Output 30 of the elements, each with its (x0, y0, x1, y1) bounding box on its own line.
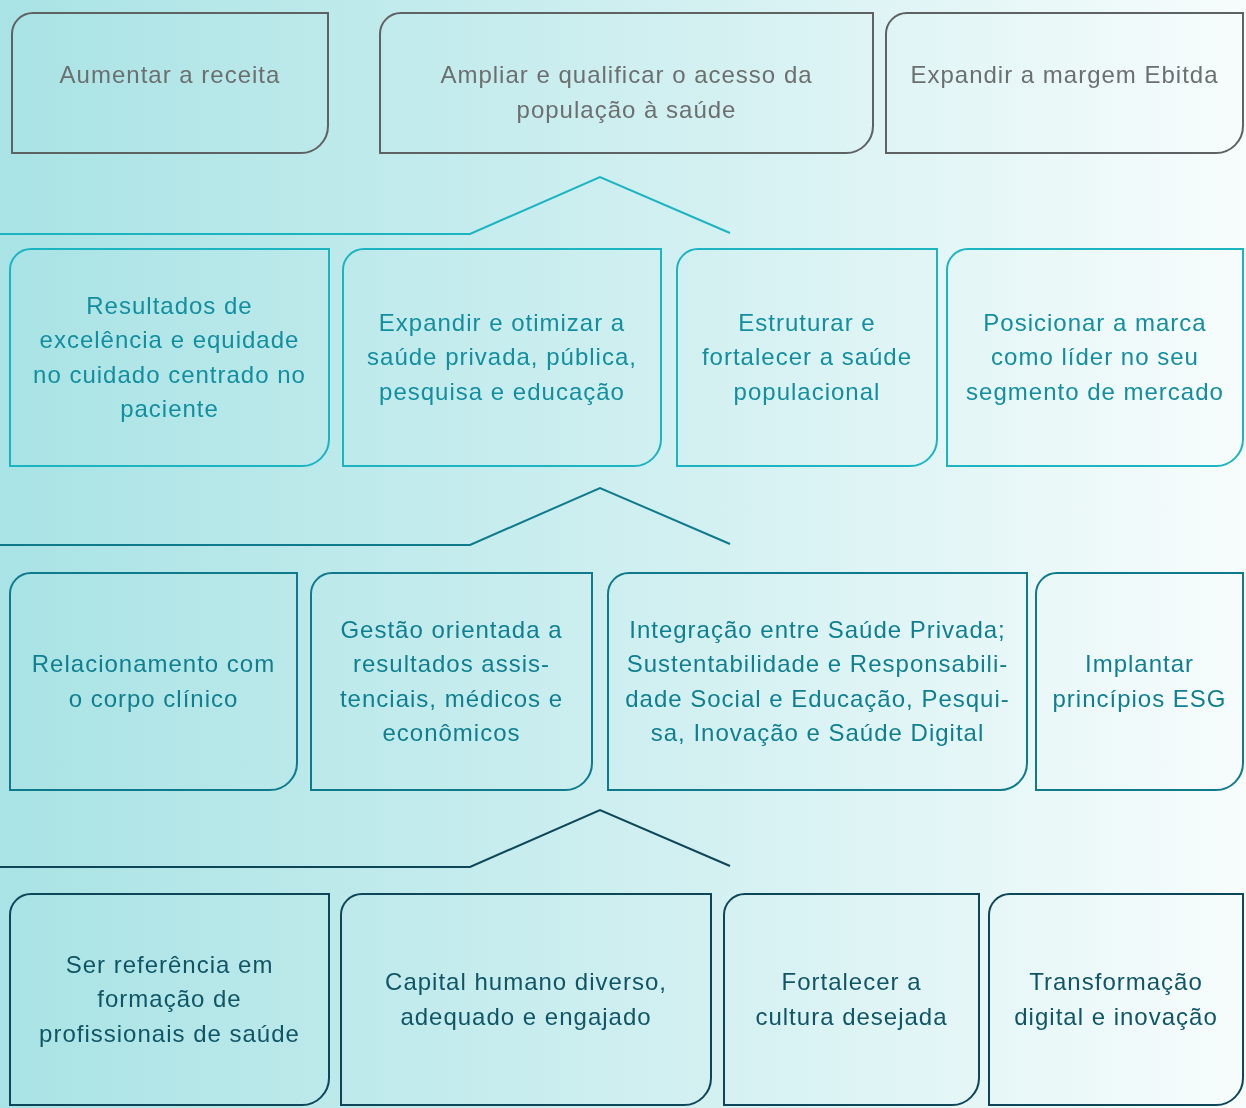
goal-box (310, 572, 593, 791)
goal-box (11, 12, 329, 154)
goal-text: Aumentar a receita (59, 60, 281, 90)
goal-text: Resultados de excelência e equidade no cuidado centrado no paciente (32, 290, 307, 424)
goal-box (9, 893, 330, 1106)
goal-box (676, 248, 938, 467)
goal-text: Estruturar e fortalecer a saúde populacional (700, 307, 914, 407)
goal-text: Transformação digital e inovação (1013, 967, 1219, 1032)
goal-text: Gestão orientada a resultados assis- tenciais, médicos e econômicos (338, 614, 565, 748)
goal-text: Expandir a margem Ebitda (910, 60, 1219, 90)
goal-box (9, 572, 298, 791)
goal-text: Relacionamento com o corpo clínico (30, 649, 277, 714)
goal-box (379, 12, 874, 154)
goal-box (946, 248, 1244, 467)
goal-box (988, 893, 1244, 1106)
goal-box (342, 248, 662, 467)
goal-text: Expandir e otimizar a saúde privada, pública, pesquisa e educação (366, 307, 638, 407)
goal-box (340, 893, 712, 1106)
goal-box (607, 572, 1028, 791)
goal-box (1035, 572, 1244, 791)
goal-text: Posicionar a marca como líder no seu segmento de mercado (965, 307, 1225, 407)
goal-box (723, 893, 980, 1106)
goal-text: Ser referência em formação de profissionais de saúde (38, 949, 301, 1049)
goal-text: Capital humano diverso, adequado e engajado (384, 967, 668, 1032)
goal-text: Integração entre Saúde Privada; Sustentabilidade e Responsabili- dade Social e Educação, Pesqui- sa, Inovação e Saúde Digital (624, 614, 1011, 748)
goal-box (885, 12, 1244, 154)
goal-text: Implantar princípios ESG (1051, 649, 1228, 714)
goal-text: Ampliar e qualificar o acesso da população à saúde (439, 60, 814, 125)
goal-text: Fortalecer a cultura desejada (754, 967, 949, 1032)
goal-box (9, 248, 330, 467)
